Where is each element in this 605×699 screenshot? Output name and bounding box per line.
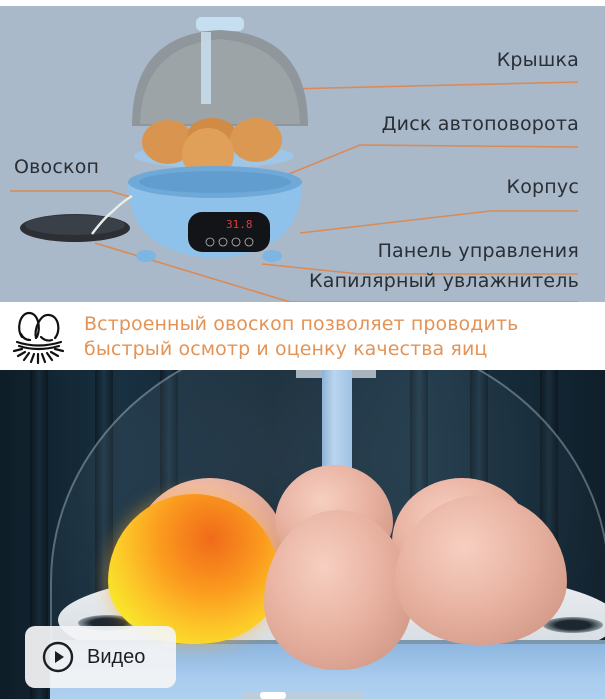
diagram-panel: 31.8 Крышка Диск автоповорота Овоскоп Ко…: [0, 6, 605, 302]
caption-text: Встроенный овоскоп позволяет проводить б…: [84, 312, 518, 362]
caption-line-2: быстрый осмотр и оценку качества яиц: [84, 337, 488, 360]
video-button[interactable]: Видео: [25, 626, 176, 688]
feature-caption: Встроенный овоскоп позволяет проводить б…: [0, 305, 605, 368]
carousel-dot-active[interactable]: [260, 692, 286, 699]
label-turning-disk: Диск автоповорота: [381, 113, 579, 135]
label-humidifier: Капилярный увлажнитель: [309, 270, 579, 292]
label-ovoscope: Овоскоп: [14, 156, 100, 178]
photo-panel: [0, 370, 605, 699]
label-control-panel: Панель управления: [377, 240, 579, 262]
caption-line-1: Встроенный овоскоп позволяет проводить: [84, 312, 519, 335]
video-label: Видео: [87, 645, 146, 668]
egg: [264, 510, 412, 670]
svg-text:31.8: 31.8: [226, 218, 253, 231]
play-circle-icon: [42, 641, 74, 673]
candled-egg: [108, 494, 280, 644]
carousel-indicator[interactable]: [242, 692, 364, 699]
eggs-candling-icon: [12, 311, 65, 364]
label-lid: Крышка: [496, 49, 579, 71]
label-body: Корпус: [506, 176, 579, 198]
